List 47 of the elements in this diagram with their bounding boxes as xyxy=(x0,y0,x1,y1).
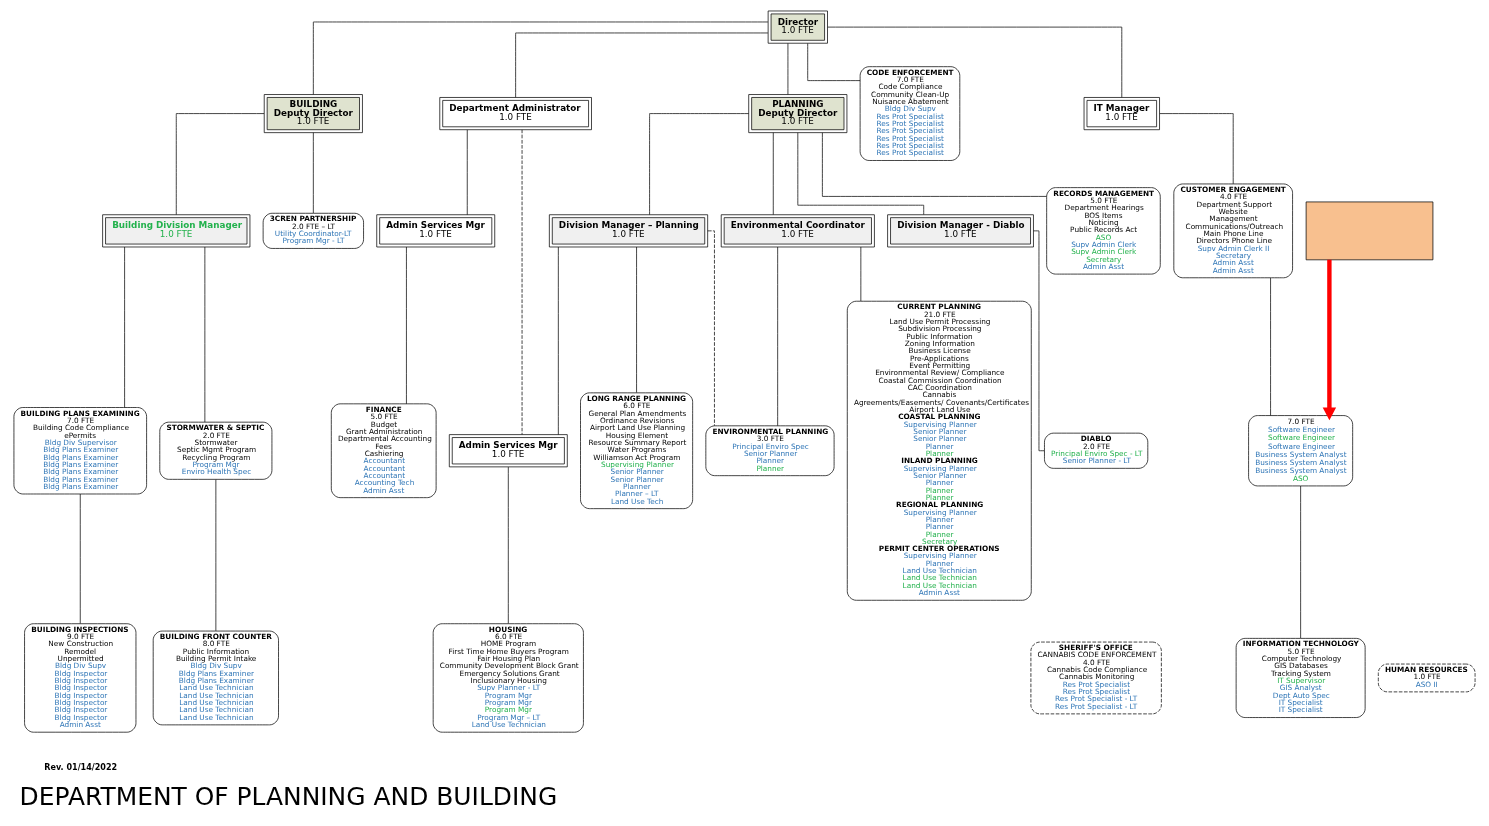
connector xyxy=(860,246,862,302)
connector xyxy=(636,246,637,393)
connector xyxy=(521,129,523,435)
connector xyxy=(827,26,1123,98)
connector xyxy=(772,132,774,215)
connector xyxy=(1159,113,1234,185)
connector xyxy=(1300,485,1301,639)
node-box: HUMAN RESOURCES 1.0 FTE ASO II xyxy=(1377,663,1476,693)
arrow xyxy=(1322,259,1337,421)
connector xyxy=(312,21,769,95)
node-box: BUILDING INSPECTIONS 9.0 FTE New Construction Remodel Unpermitted Bldg Div Supv Bldg Inspector Bldg Inspector Bldg Inspector Bldg Inspector Bldg Inspector Bldg Inspector Bldg Inspector Admin Asst xyxy=(24,623,137,733)
connector xyxy=(515,32,769,98)
connector xyxy=(312,132,314,214)
connector xyxy=(406,246,407,405)
node-box: BUILDING FRONT COUNTER 8.0 FTE Public Information Building Permit Intake Bldg Div Supv Bldg Plans Examiner Bldg Plans Examiner Land Use Technician Land Use Technician Land Use Technician Land Use Technician Land Use Technician xyxy=(152,630,279,726)
node-box: 3CREN PARTNERSHIP 2.0 FTE – LT Utility Coordinator-LT Program Mgr - LT xyxy=(262,212,364,249)
node-box: CUSTOMER ENGAGEMENT 4.0 FTE Department Support Website Management Communications/Outreach Main Phone Line Directors Phone Line Supv Admin Clerk II Secretary Admin Asst Admin Asst xyxy=(1173,183,1293,279)
connector xyxy=(79,493,81,624)
node-box: CURRENT PLANNING 21.0 FTE Land Use Permit Processing Subdivision Processing Public Information Zoning Information Business License Pre-Applications Event Permitting Environmental Review/ Compliance Coastal Commission Coordination CAC Coordination Cannabis Agreements/Easements/ Covenants/Certificates Airport Land Use COASTAL PLANNING Supervising Planner Senior Planner Senior Planner Planner Planner INLAND PLANNING Supervising Planner Senior Planner Planner Planner Planner REGIONAL PLANNING Supervising Planner Planner Planner Planner Secretary PERMIT CENTER OPERATIONS Supervising Planner Planner Land Use Technician Land Use Technician Land Use Technician Admin Asst xyxy=(846,300,1032,601)
connector xyxy=(557,246,559,435)
connector xyxy=(777,246,779,427)
connector xyxy=(175,113,265,215)
node-box: STORMWATER & SEPTIC 2.0 FTE Stormwater Septic Mgmt Program Recycling Program Program Mgr Enviro Health Spec xyxy=(159,421,273,480)
connector xyxy=(507,466,509,624)
node-box: HOUSING 6.0 FTE HOME Program First Time Home Buyers Program Fair Housing Plan Community Development Block Grant Emergency Solutions Grant Inclusionary Housing Supv Planner - LT Program Mgr Program Mgr Program Mgr Program Mgr – LT Land Use Technician xyxy=(432,623,584,733)
connector xyxy=(1270,277,1271,416)
node-box: CODE ENFORCEMENT 7.0 FTE Code Compliance Community Clean-Up Nuisance Abatement Bldg Div Supv Res Prot Specialist Res Prot Specialist Res Prot Specialist Res Prot Specialist Res Prot Specialist Res Prot Specialist xyxy=(859,66,961,161)
node-box xyxy=(1305,201,1434,261)
node-box: FINANCE 5.0 FTE Budget Grant Administration Departmental Accounting Fees Cashiering Accountant Accountant Accountant Accounting Tech Admin Asst xyxy=(330,403,437,499)
node-box: BUILDING PLANS EXAMINING 7.0 FTE Building Code Compliance ePermits Bldg Div Supervisor Bldg Plans Examiner Bldg Plans Examiner Bldg Plans Examiner Bldg Plans Examiner Bldg Plans Examiner Bldg Plans Examiner xyxy=(13,407,147,495)
diagram-title: DEPARTMENT OF PLANNING AND BUILDING xyxy=(19,781,558,811)
connector xyxy=(707,230,715,427)
connector xyxy=(787,43,789,95)
connector xyxy=(466,129,468,216)
node-box: SHERIFF'S OFFICE CANNABIS CODE ENFORCEMENT 4.0 FTE Cannabis Code Compliance Cannabis Monitoring Res Prot Specialist Res Prot Specialist Res Prot Specialist - LT Res Prot Specialist - LT xyxy=(1030,641,1162,715)
node-box: RECORDS MANAGEMENT 5.0 FTE Department Hearings BOS Items Noticing Public Records Act ASO Supv Admin Clerk Supv Admin Clerk Secretary Admin Asst xyxy=(1046,187,1161,275)
node-box: ENVIRONMENTAL PLANNING 3.0 FTE Principal Enviro Spec Senior Planner Planner Planner xyxy=(705,425,835,477)
connector xyxy=(797,132,925,215)
node-box: DIABLO 2.0 FTE Principal Enviro Spec - LT Senior Planner - LT xyxy=(1044,432,1149,469)
connector xyxy=(649,113,750,215)
connector xyxy=(124,246,125,408)
node-box: 7.0 FTE Software Engineer Software Engineer Software Engineer Business System Analyst Business System Analyst Business System Analyst ASO xyxy=(1248,415,1354,487)
connector xyxy=(822,132,1047,197)
connector xyxy=(807,43,861,81)
node-box: LONG RANGE PLANNING 6.0 FTE General Plan Amendments Ordinance Revisions Airport Land Use Planning Housing Element Resource Summary Report Water Programs Williamson Act Program Supervising Planner Senior Planner Senior Planner Planner Planner – LT Land Use Tech xyxy=(580,392,693,509)
connector xyxy=(215,479,217,632)
node-box: INFORMATION TECHNOLOGY 5.0 FTE Computer Technology GIS Databases Tracking System IT Supervisor GIS Analyst Dept Auto Spec IT Specialist IT Specialist xyxy=(1235,638,1366,718)
